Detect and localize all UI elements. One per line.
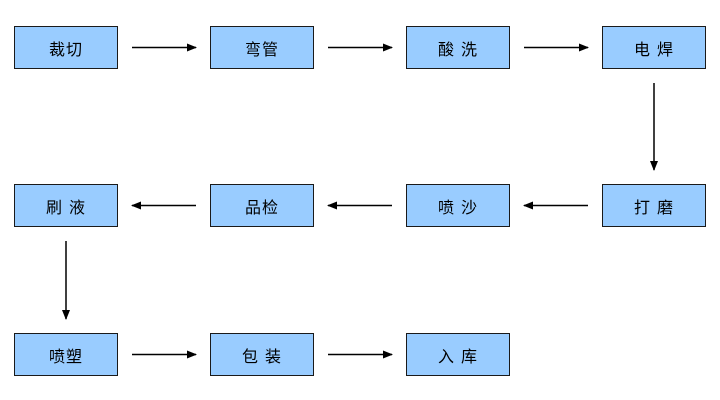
step-cutting: 裁切: [14, 26, 118, 69]
step-grinding: 打 磨: [602, 184, 706, 227]
step-powder-coating: 喷塑: [14, 333, 118, 376]
step-pickling: 酸 洗: [406, 26, 510, 69]
step-warehousing: 入 库: [406, 333, 510, 376]
step-pipe-bending: 弯管: [210, 26, 314, 69]
step-sandblasting: 喷 沙: [406, 184, 510, 227]
step-liquid-brushing: 刷 液: [14, 184, 118, 227]
step-welding: 电 焊: [602, 26, 706, 69]
step-quality-inspection: 品检: [210, 184, 314, 227]
step-packaging: 包 装: [210, 333, 314, 376]
